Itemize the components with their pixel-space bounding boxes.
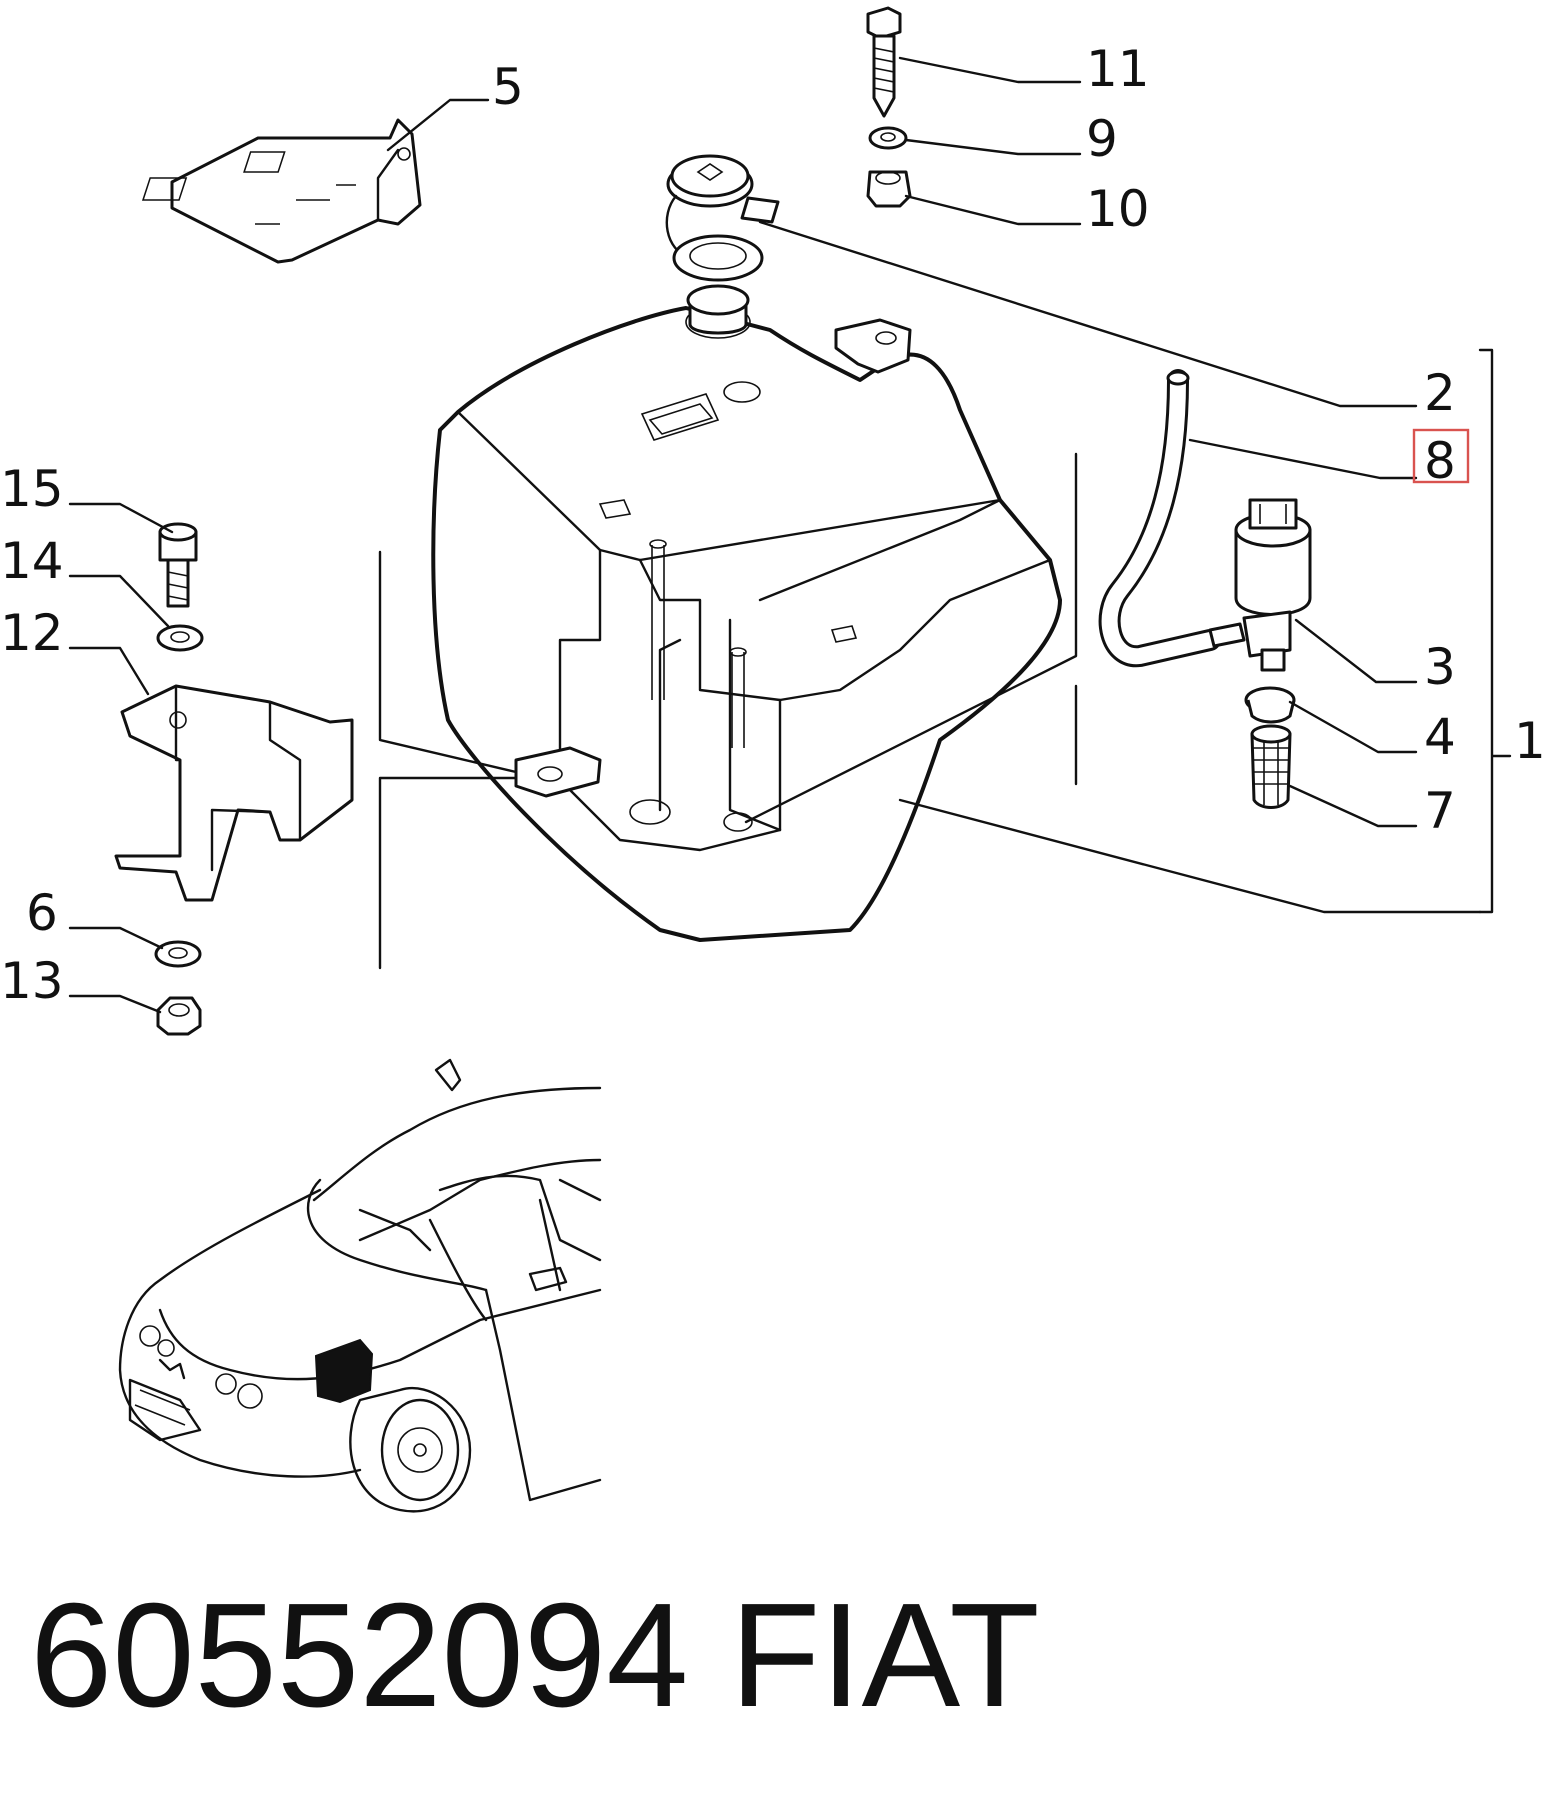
- screw-part-11: [866, 6, 902, 118]
- callout-8-highlight-box: [1412, 428, 1470, 484]
- support-bracket-part-12: [114, 684, 354, 902]
- flange-nut-part-13: [156, 996, 202, 1036]
- callout-11: 11: [1086, 40, 1150, 98]
- callout-15: 15: [0, 460, 64, 518]
- callout-14: 14: [0, 532, 64, 590]
- callout-4: 4: [1424, 708, 1456, 766]
- callout-1: 1: [1514, 712, 1546, 770]
- callout-9: 9: [1086, 110, 1118, 168]
- callout-12: 12: [0, 604, 64, 662]
- bracket-plate-part-5: [141, 118, 422, 264]
- filter-part-7: [1250, 724, 1292, 809]
- callout-3: 3: [1424, 638, 1456, 696]
- assembly-guide-lines: [378, 452, 1078, 970]
- leader-lines: [68, 56, 1512, 1014]
- washer-part-6: [154, 940, 202, 968]
- washer-part-14: [156, 624, 204, 652]
- hose-part-8: [1098, 369, 1221, 668]
- pump-part-3: [1208, 498, 1312, 672]
- callout-8: 8: [1424, 432, 1456, 490]
- part-number: 60552094: [30, 1573, 688, 1738]
- callout-2: 2: [1424, 364, 1456, 422]
- vehicle-location-inset: [118, 1058, 602, 1513]
- grommet-part-4: [1244, 686, 1296, 724]
- filler-cap-part-2: [665, 154, 780, 282]
- washer-fluid-reservoir: [431, 284, 1062, 942]
- washer-part-9: [868, 126, 908, 150]
- callout-13: 13: [0, 952, 64, 1010]
- callout-5: 5: [492, 58, 524, 116]
- callout-7: 7: [1424, 782, 1456, 840]
- brand-name: FIAT: [730, 1573, 1040, 1738]
- callout-10: 10: [1086, 180, 1150, 238]
- bolt-part-15: [158, 522, 198, 608]
- callout-6: 6: [26, 884, 58, 942]
- clip-nut-part-10: [866, 170, 912, 208]
- callout-labels: 5 11 9 10 2 8 3 4 7 1 15 14 12 6 13: [0, 40, 1546, 1010]
